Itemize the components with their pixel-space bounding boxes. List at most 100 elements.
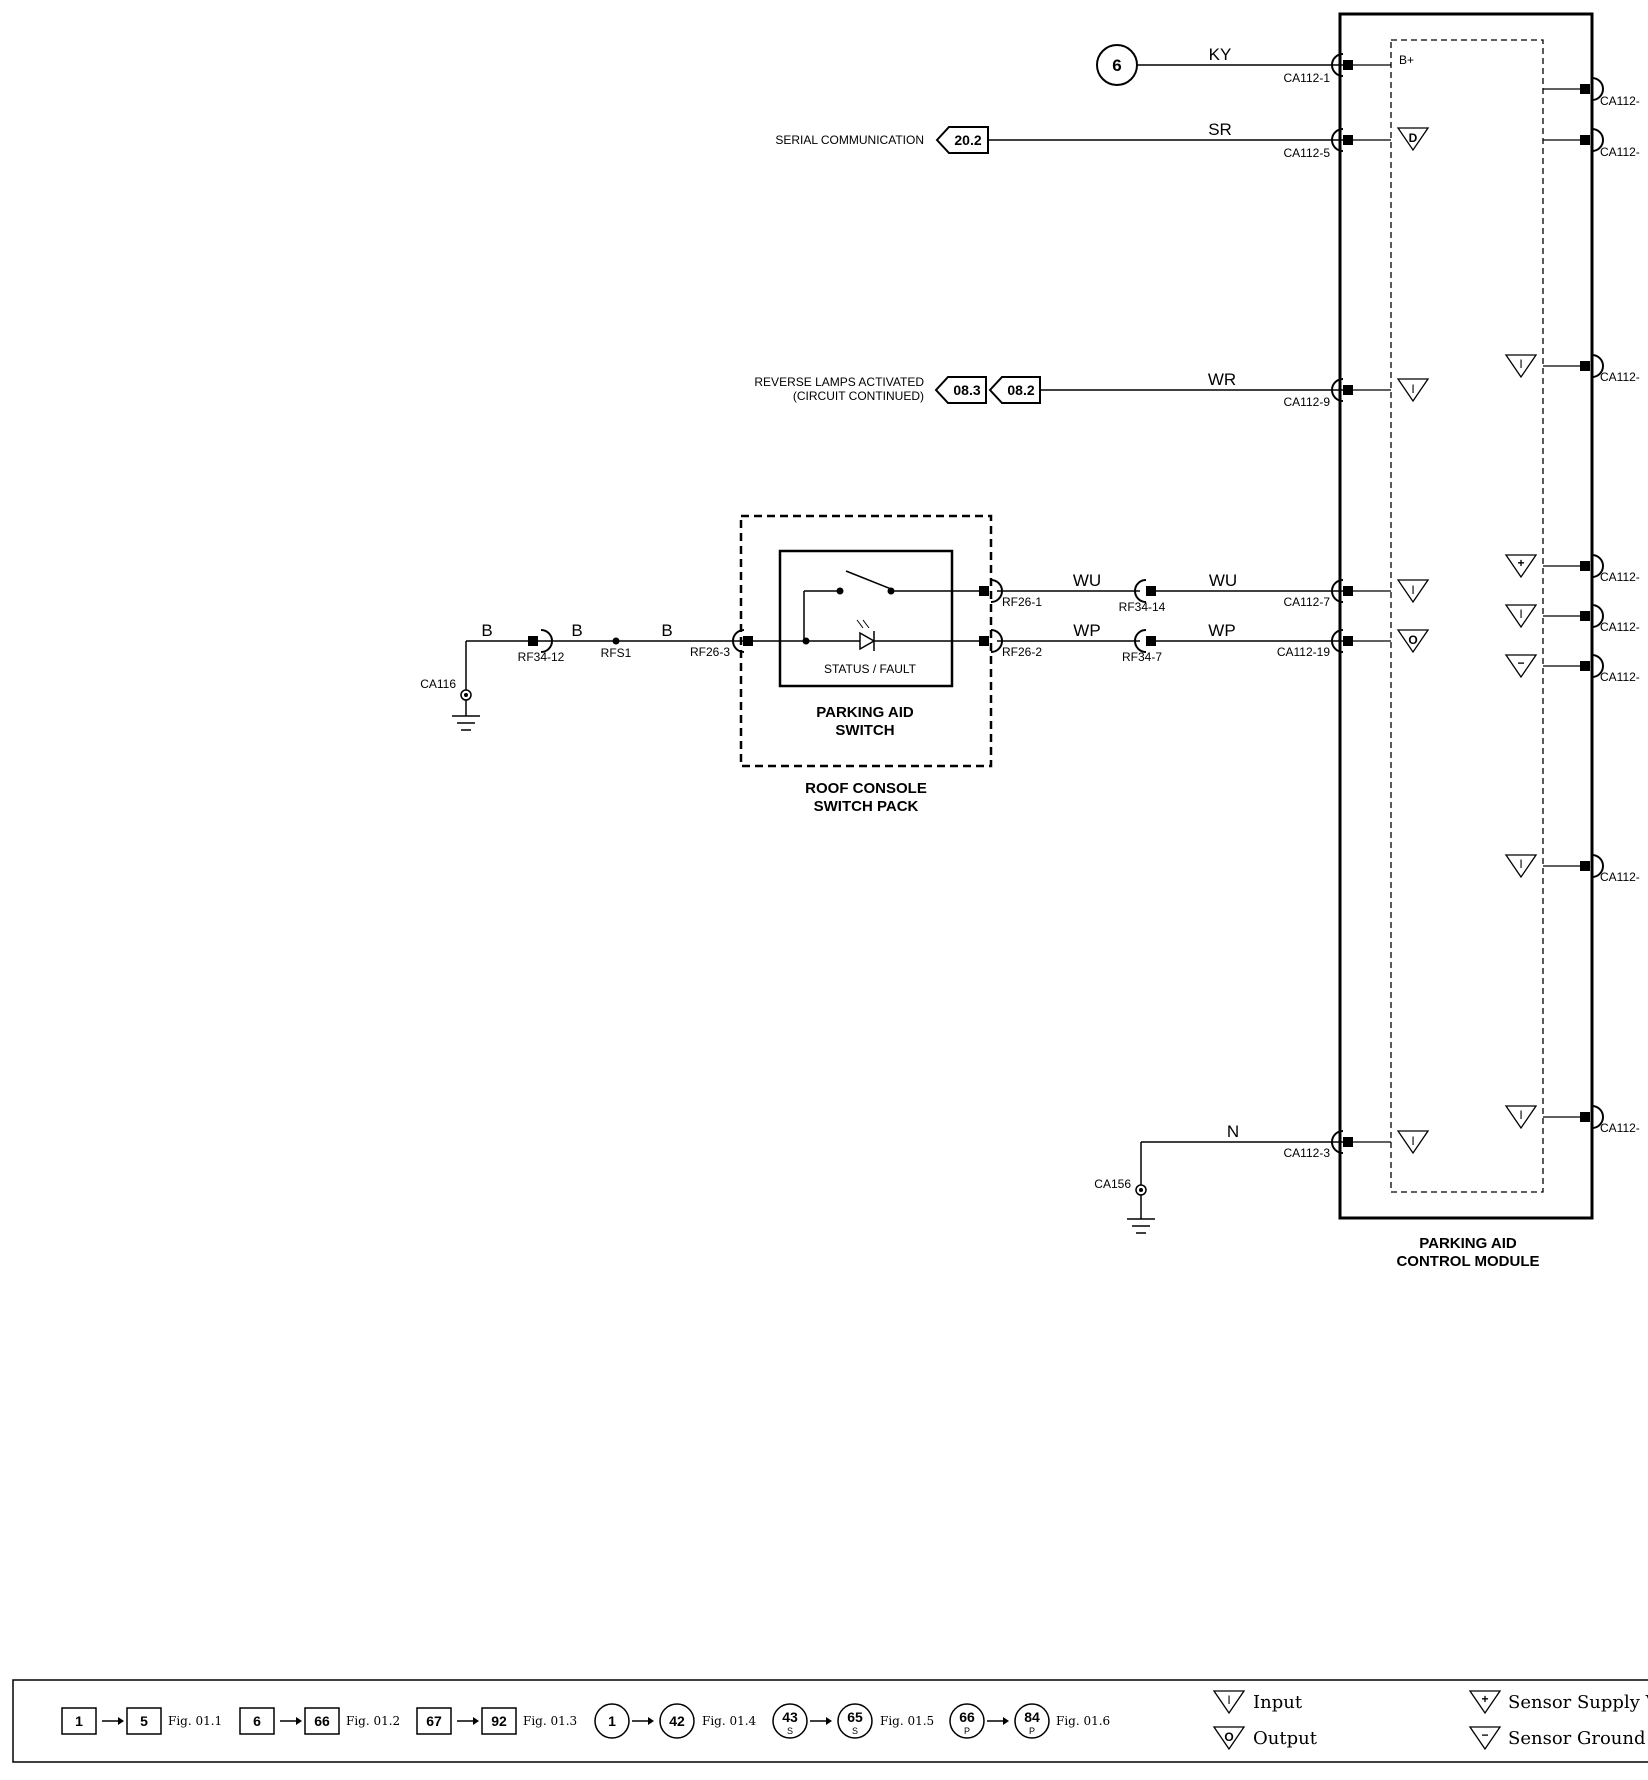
svg-text:66: 66 [314, 1713, 330, 1729]
legend-output: O Output [1212, 1726, 1318, 1751]
svg-text:Fig. 01.3: Fig. 01.3 [523, 1714, 577, 1728]
pin-wr: WR CA112-9 [1208, 370, 1391, 409]
right-pin-8: CA112- [1543, 1105, 1640, 1135]
svg-text:WP: WP [1208, 621, 1235, 640]
svg-text:84: 84 [1024, 1709, 1040, 1725]
legend-sensor-supply: + Sensor Supply V [1468, 1690, 1648, 1715]
svg-text:RFS1: RFS1 [601, 646, 632, 660]
svg-text:5: 5 [140, 1713, 148, 1729]
legend-range-5: 43 S 65 S Fig. 01.5 [772, 1703, 934, 1739]
connector-rf26-2: RF26-2 [979, 629, 1042, 659]
svg-text:KY: KY [1209, 45, 1232, 64]
svg-text:N: N [1227, 1122, 1239, 1141]
right-pin-4: CA112- [1543, 554, 1640, 584]
svg-text:WR: WR [1208, 370, 1236, 389]
data-symbol-icon: D [1396, 127, 1430, 152]
svg-text:20.2: 20.2 [954, 132, 981, 148]
svg-text:−: − [1517, 656, 1524, 670]
pin-n: N CA112-3 [1227, 1122, 1391, 1160]
svg-text:Fig. 01.6: Fig. 01.6 [1056, 1714, 1110, 1728]
svg-text:6: 6 [1112, 56, 1121, 75]
svg-text:CA112-5: CA112-5 [1284, 146, 1331, 160]
svg-text:1: 1 [608, 1713, 616, 1729]
svg-text:08.3: 08.3 [953, 382, 980, 398]
wire-b-code-2: B [571, 621, 582, 640]
input-symbol-icon: I [1396, 1130, 1430, 1155]
svg-text:Fig. 01.2: Fig. 01.2 [346, 1714, 400, 1728]
legend-range-1: 1 5 Fig. 01.1 [61, 1707, 222, 1735]
connector-rf26-3: RF26-3 [690, 629, 753, 659]
ground-ca116-icon: CA116 [420, 677, 480, 731]
svg-text:CA112-9: CA112-9 [1284, 395, 1331, 409]
svg-text:66: 66 [959, 1709, 975, 1725]
svg-text:65: 65 [847, 1709, 863, 1725]
parking-aid-switch-box [778, 549, 954, 688]
splice-rfs1: RFS1 [601, 637, 632, 660]
svg-text:I: I [1519, 357, 1522, 371]
svg-text:Sensor Ground: Sensor Ground [1508, 1728, 1646, 1749]
input-symbol-icon: I [1396, 378, 1430, 403]
svg-text:I: I [1519, 607, 1522, 621]
svg-text:42: 42 [669, 1713, 685, 1729]
pin-wu: WU CA112-7 [1209, 571, 1391, 609]
legend-box [12, 1679, 1648, 1763]
parking-aid-switch-title-line1: PARKING AID [816, 704, 914, 721]
right-pin-7: CA112- [1543, 854, 1640, 884]
right-pin-3: CA112- [1543, 354, 1640, 384]
svg-text:I: I [1519, 857, 1522, 871]
reverse-label-line1: REVERSE LAMPS ACTIVATED [754, 375, 924, 389]
svg-text:Fig. 01.4: Fig. 01.4 [702, 1714, 757, 1728]
svg-text:RF34-14: RF34-14 [1119, 600, 1166, 614]
control-module-box [1338, 12, 1594, 1220]
bplus-label: B+ [1399, 53, 1414, 67]
pin-wp: WP CA112-19 [1208, 621, 1391, 659]
wire-b-code-3: B [661, 621, 672, 640]
svg-text:Output: Output [1253, 1728, 1318, 1749]
svg-text:I: I [1411, 1134, 1414, 1148]
module-title-line1: PARKING AID [1419, 1235, 1517, 1252]
svg-text:RF26-2: RF26-2 [1002, 645, 1042, 659]
wire-wp-code-left: WP [1073, 621, 1100, 640]
serial-label: SERIAL COMMUNICATION [775, 133, 924, 147]
svg-text:CA112-3: CA112-3 [1284, 1146, 1331, 1160]
switch-pack-title-line2: SWITCH PACK [814, 798, 919, 815]
legend-range-3: 67 92 Fig. 01.3 [416, 1707, 577, 1735]
svg-text:08.2: 08.2 [1007, 382, 1034, 398]
status-led-icon [741, 619, 982, 651]
status-fault-label: STATUS / FAULT [824, 662, 917, 676]
switch-contact-icon [803, 570, 982, 641]
svg-text:D: D [1409, 131, 1418, 145]
legend-range-2: 6 66 Fig. 01.2 [239, 1707, 400, 1735]
svg-text:O: O [1224, 1730, 1233, 1744]
right-pin-2: CA112- [1543, 128, 1640, 159]
svg-text:Fig. 01.1: Fig. 01.1 [168, 1714, 222, 1728]
svg-text:I: I [1411, 583, 1414, 597]
legend-input: I Input [1212, 1690, 1303, 1715]
legend-range-4: 1 42 Fig. 01.4 [594, 1703, 757, 1739]
wire-b-code-1: B [481, 621, 492, 640]
svg-text:CA112-: CA112- [1600, 670, 1640, 684]
input-symbol-icon: I [1504, 1105, 1538, 1130]
svg-text:RF34-7: RF34-7 [1122, 650, 1162, 664]
switch-pack-title-line1: ROOF CONSOLE [805, 780, 927, 797]
wire-wu-code-left: WU [1073, 571, 1101, 590]
svg-text:6: 6 [253, 1713, 261, 1729]
svg-text:S: S [852, 1726, 858, 1736]
svg-text:S: S [787, 1726, 793, 1736]
svg-text:Sensor Supply V: Sensor Supply V [1508, 1692, 1648, 1713]
reverse-ref-tag-1: 08.3 [934, 376, 987, 404]
svg-text:O: O [1408, 633, 1417, 647]
svg-text:RF26-1: RF26-1 [1002, 595, 1042, 609]
svg-text:CA112-: CA112- [1600, 370, 1640, 384]
legend-sensor-ground: − Sensor Ground [1468, 1726, 1646, 1751]
svg-text:RF26-3: RF26-3 [690, 645, 730, 659]
ground-ca156-icon: CA156 [1094, 1177, 1155, 1234]
svg-text:Fig. 01.5: Fig. 01.5 [880, 1714, 934, 1728]
reverse-ref-tag-2: 08.2 [988, 376, 1041, 404]
svg-text:67: 67 [426, 1713, 442, 1729]
input-symbol-icon: I [1396, 579, 1430, 604]
svg-text:CA156: CA156 [1094, 1177, 1131, 1191]
right-pin-1: CA112- [1543, 77, 1640, 108]
svg-text:I: I [1519, 1108, 1522, 1122]
